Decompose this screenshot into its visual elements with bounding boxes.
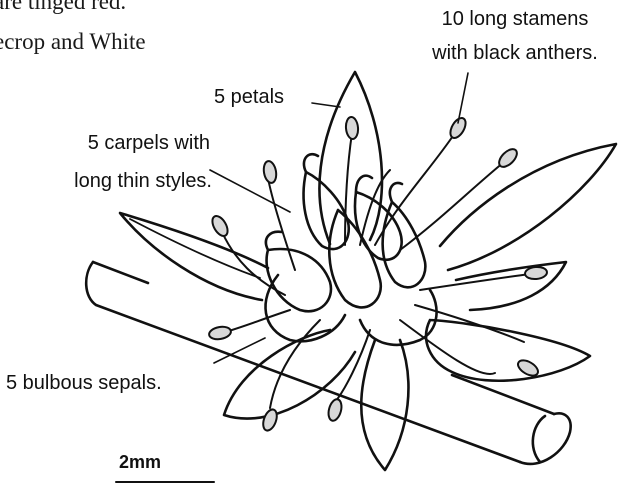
stamens-leader [458,73,468,123]
petal-right-lower [426,320,590,381]
stem [86,262,570,464]
stamens-label-line-1: 10 long stamens [420,6,610,32]
carpels-leader [210,170,290,212]
carpels-label-line-2: long thin styles. [0,168,212,194]
petals-leader [312,103,340,107]
sepal-2 [360,290,437,345]
carpels-label-line-1: 5 carpels with [10,130,210,156]
petal-left-midrib [130,219,260,278]
scale-bar-label: 2mm [119,452,161,473]
sepal-1 [266,275,346,341]
stamens-label-line-2: with black anthers. [418,40,612,66]
petal-right-mid [456,262,566,310]
sepals-label: 5 bulbous sepals. [6,370,162,396]
petal-top [319,72,382,244]
petals-label: 5 petals [214,84,284,110]
petal-right-upper [440,144,616,270]
